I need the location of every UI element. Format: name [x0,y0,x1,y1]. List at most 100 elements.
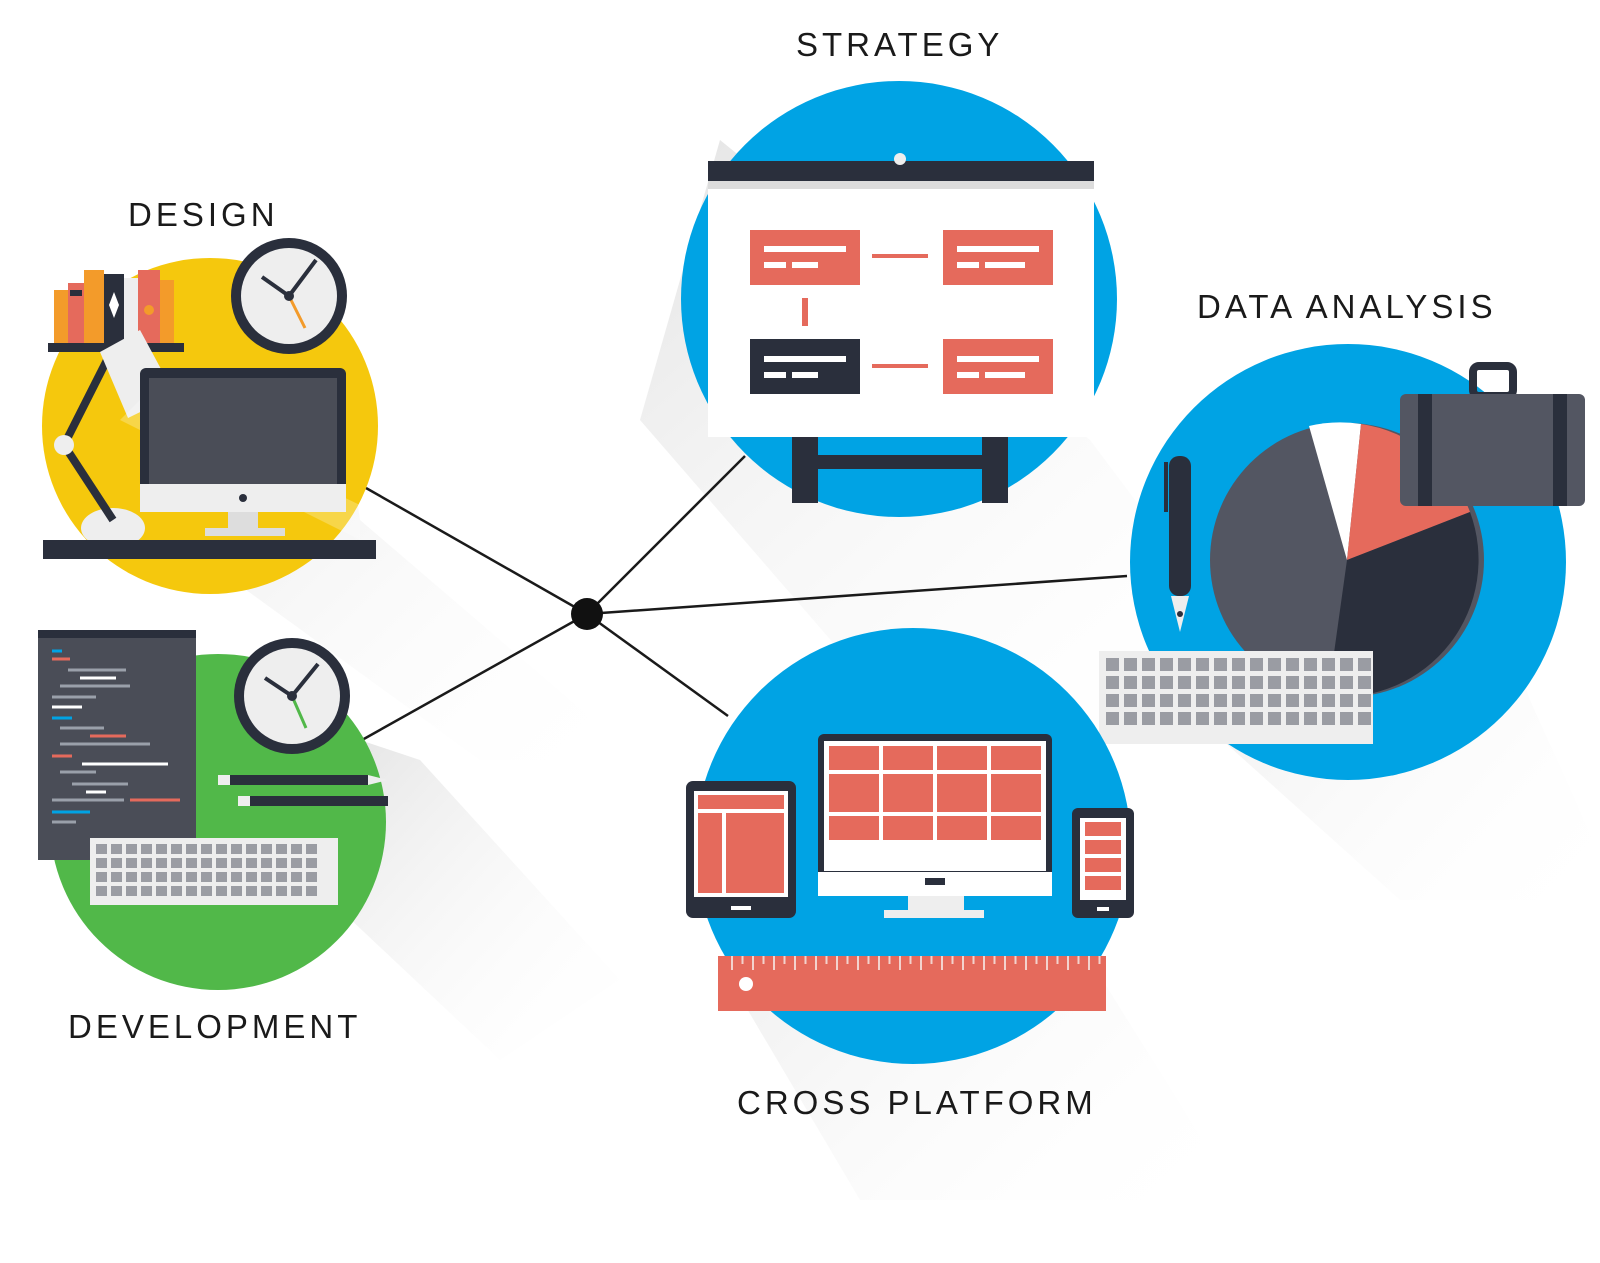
key [276,844,287,854]
pencils-icon [218,775,410,806]
bookshelf-icon [48,270,184,352]
key [1124,658,1137,671]
key [1322,694,1335,707]
cross-platform-node [686,628,1134,1064]
key [1358,712,1371,725]
keyboard-icon [90,838,338,905]
key [1160,712,1173,725]
key [1250,676,1263,689]
key [937,816,987,840]
development-node [38,630,410,990]
key [1196,712,1209,725]
key [306,886,317,896]
key [1142,676,1155,689]
key [1106,694,1119,707]
key [1214,676,1227,689]
key [186,872,197,882]
key [1286,676,1299,689]
strategy-node [681,81,1117,517]
key [216,858,227,868]
key [141,872,152,882]
key [1232,712,1245,725]
key [186,858,197,868]
key [1124,694,1137,707]
key [291,872,302,882]
key [261,886,272,896]
key [171,844,182,854]
desk-shelf [43,540,376,559]
key [1304,676,1317,689]
key [1304,658,1317,671]
key [96,872,107,882]
key [126,844,137,854]
key [1250,658,1263,671]
key [1358,658,1371,671]
data-analysis-label: DATA ANALYSIS [1197,288,1497,325]
key [1124,676,1137,689]
key [1142,712,1155,725]
key [1124,712,1137,725]
key [141,858,152,868]
key [261,858,272,868]
key [126,858,137,868]
key [1340,694,1353,707]
key [991,774,1041,812]
key [1340,676,1353,689]
key [186,886,197,896]
key [246,844,257,854]
key [1106,712,1119,725]
key [231,844,242,854]
key [171,872,182,882]
key [231,872,242,882]
key [1322,676,1335,689]
key [1106,658,1119,671]
key [1178,676,1191,689]
briefcase-icon [1400,362,1585,506]
key [216,872,227,882]
key [883,816,933,840]
key [937,774,987,812]
key [126,872,137,882]
fountain-pen-icon [1164,456,1191,632]
key [1232,694,1245,707]
key [1250,712,1263,725]
key [141,844,152,854]
key [1196,676,1209,689]
desktop-monitor-icon [818,734,1052,918]
key [306,844,317,854]
key [276,886,287,896]
key [1178,712,1191,725]
key [201,872,212,882]
design-label: DESIGN [128,196,279,233]
key [111,844,122,854]
key [1340,712,1353,725]
key [231,858,242,868]
key [246,872,257,882]
key [1106,676,1119,689]
key [883,774,933,812]
key [829,816,879,840]
key [141,886,152,896]
key [156,886,167,896]
key [111,872,122,882]
key [201,858,212,868]
key [171,858,182,868]
key [1286,658,1299,671]
key [1286,712,1299,725]
key [96,844,107,854]
key [111,886,122,896]
key [156,844,167,854]
strategy-label: STRATEGY [796,26,1004,63]
key [216,844,227,854]
key [829,746,879,770]
connector-lines [361,455,1128,742]
key [1214,658,1227,671]
key [261,872,272,882]
tablet-icon [686,781,796,918]
key [261,844,272,854]
key [1214,712,1227,725]
clock-icon [231,238,347,354]
key [1214,694,1227,707]
key [991,816,1041,840]
phone-icon [1072,808,1134,918]
